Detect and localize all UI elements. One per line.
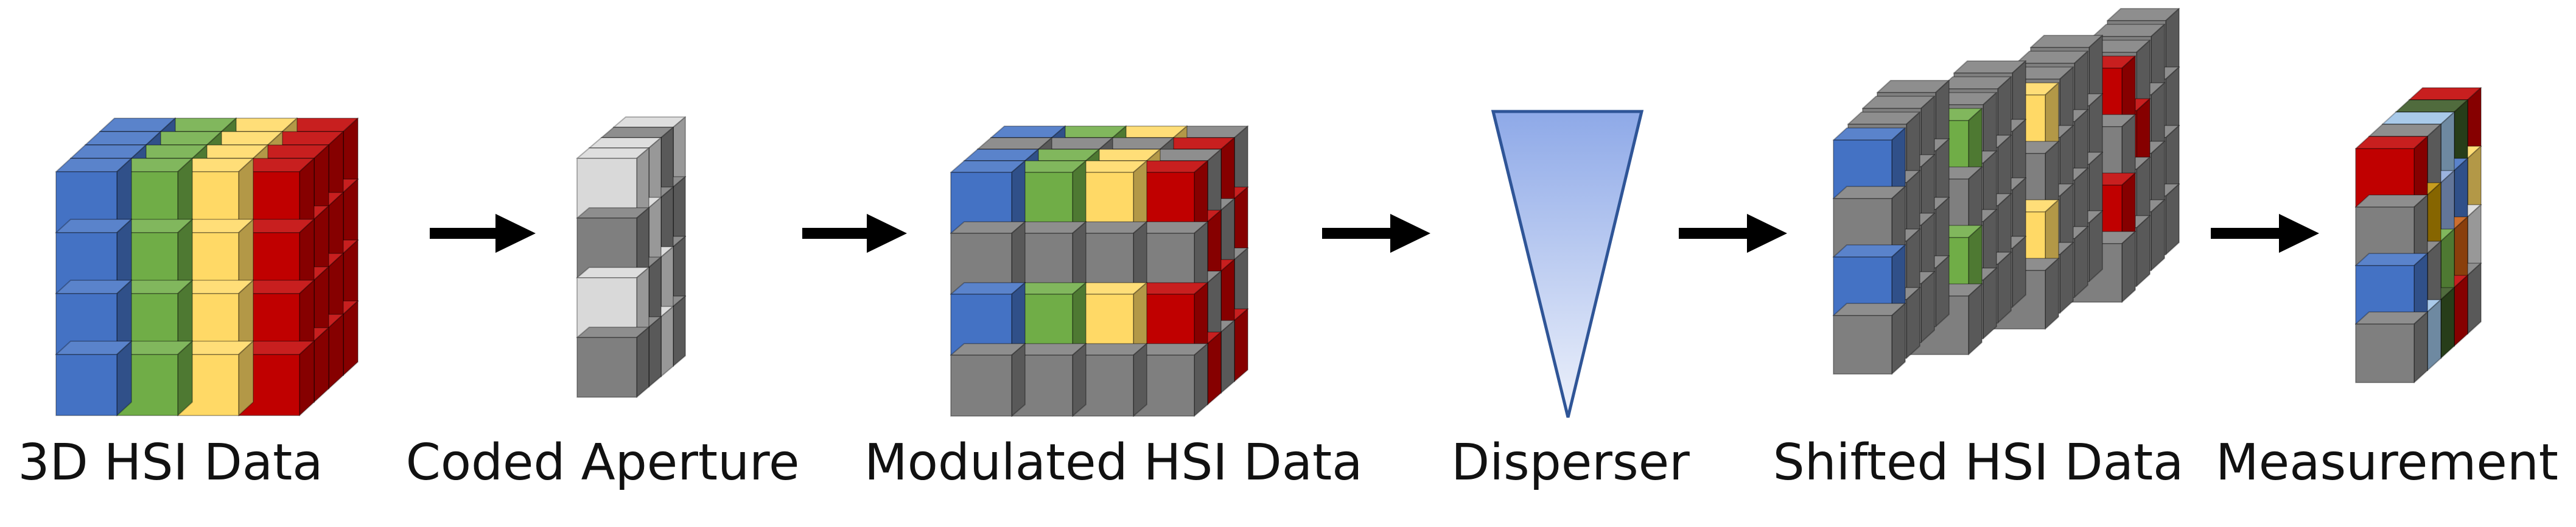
cube-side-face — [2454, 275, 2468, 347]
cube-front-face — [2355, 324, 2415, 383]
cube-side-face — [1997, 252, 2012, 324]
cube-side-face — [2165, 183, 2180, 255]
cube-side-face — [2427, 299, 2441, 371]
cube-icon — [1011, 282, 1087, 356]
cube-side-face — [2467, 263, 2482, 334]
cube-icon — [1072, 160, 1147, 234]
cube-side-face — [1891, 303, 1906, 375]
cube-icon — [2355, 253, 2428, 325]
label-3d-hsi-data: 3D HSI Data — [18, 434, 323, 492]
coded-aperture-mask — [576, 116, 686, 398]
cube-side-face — [2121, 231, 2136, 303]
cube-icon — [576, 207, 649, 278]
cube-icon — [576, 147, 649, 219]
label-modulated-hsi-data: Modulated HSI Data — [864, 434, 1363, 492]
cube-icon — [2355, 311, 2428, 383]
disperser-prism-icon — [1491, 110, 1644, 418]
cube-icon — [950, 343, 1026, 417]
label-shifted-hsi-data: Shifted HSI Data — [1773, 434, 2184, 492]
cube-side-face — [2151, 199, 2165, 271]
cube-icon — [1833, 186, 1906, 258]
cube-icon — [1072, 282, 1147, 356]
cube-side-face — [1935, 255, 1950, 327]
cube-side-face — [177, 341, 193, 416]
label-measurement: Measurement — [2216, 434, 2558, 492]
cube-side-face — [2413, 311, 2428, 383]
cube-groups — [55, 8, 2482, 417]
cube-icon — [1011, 221, 1087, 295]
shifted-hsi-cube — [1833, 8, 2180, 375]
cube-side-face — [636, 327, 649, 398]
cube-side-face — [1234, 308, 1248, 382]
cube-side-face — [673, 295, 686, 367]
cube-icon — [1133, 221, 1208, 295]
cube-side-face — [1207, 331, 1222, 405]
cube-icon — [950, 282, 1026, 356]
cube-side-face — [1968, 283, 1983, 355]
cube-icon — [55, 341, 132, 416]
cube-side-face — [1011, 343, 1026, 417]
cube-side-face — [1194, 343, 1208, 417]
cube-side-face — [2074, 226, 2088, 298]
measurement-cube — [2355, 87, 2482, 383]
cube-icon — [1072, 343, 1147, 417]
cube-icon — [116, 341, 193, 416]
cube-side-face — [2059, 242, 2074, 314]
cube-side-face — [1220, 320, 1235, 394]
right-arrow-icon — [802, 214, 907, 253]
cube-icon — [2355, 136, 2428, 208]
cube-icon — [238, 280, 315, 355]
cube-side-face — [2045, 258, 2059, 330]
cube-side-face — [2136, 215, 2151, 287]
cube-icon — [576, 327, 649, 398]
cube-icon — [238, 219, 315, 294]
modulated-hsi-cube — [950, 126, 1248, 417]
cube-side-face — [343, 300, 359, 376]
cube-icon — [55, 158, 132, 233]
cube-side-face — [1983, 267, 1997, 339]
right-arrow-icon — [2211, 214, 2319, 253]
cube-front-face — [950, 355, 1012, 417]
arrows — [430, 214, 2319, 253]
right-arrow-icon — [1322, 214, 1430, 253]
cube-side-face — [2088, 210, 2103, 282]
cube-icon — [1833, 303, 1906, 375]
cube-side-face — [313, 327, 329, 403]
cube-icon — [1011, 160, 1087, 234]
cube-side-face — [1906, 287, 1920, 359]
cube-icon — [1833, 244, 1906, 316]
cube-front-face — [1833, 315, 1892, 375]
cube-side-face — [648, 316, 662, 387]
label-disperser: Disperser — [1451, 434, 1690, 492]
cube-icon — [576, 267, 649, 338]
cube-icon — [1833, 127, 1906, 199]
cube-side-face — [1920, 271, 1935, 343]
cube-front-face — [576, 337, 637, 398]
label-coded-aperture: Coded Aperture — [405, 434, 800, 492]
hsi-data-cube — [55, 118, 359, 416]
right-arrow-icon — [430, 214, 536, 253]
cube-front-face — [55, 354, 117, 416]
cube-side-face — [328, 314, 344, 389]
cube-side-face — [299, 341, 315, 416]
cube-icon — [116, 280, 193, 355]
cube-side-face — [238, 341, 254, 416]
right-arrow-icon — [1679, 214, 1787, 253]
cube-side-face — [116, 341, 132, 416]
cube-side-face — [2440, 287, 2455, 359]
cube-icon — [238, 341, 315, 416]
cube-icon — [177, 158, 254, 233]
cube-side-face — [660, 306, 674, 377]
cube-side-face — [1133, 343, 1147, 417]
cube-side-face — [1072, 343, 1087, 417]
cube-side-face — [2012, 236, 2026, 308]
cube-icon — [1133, 343, 1208, 417]
